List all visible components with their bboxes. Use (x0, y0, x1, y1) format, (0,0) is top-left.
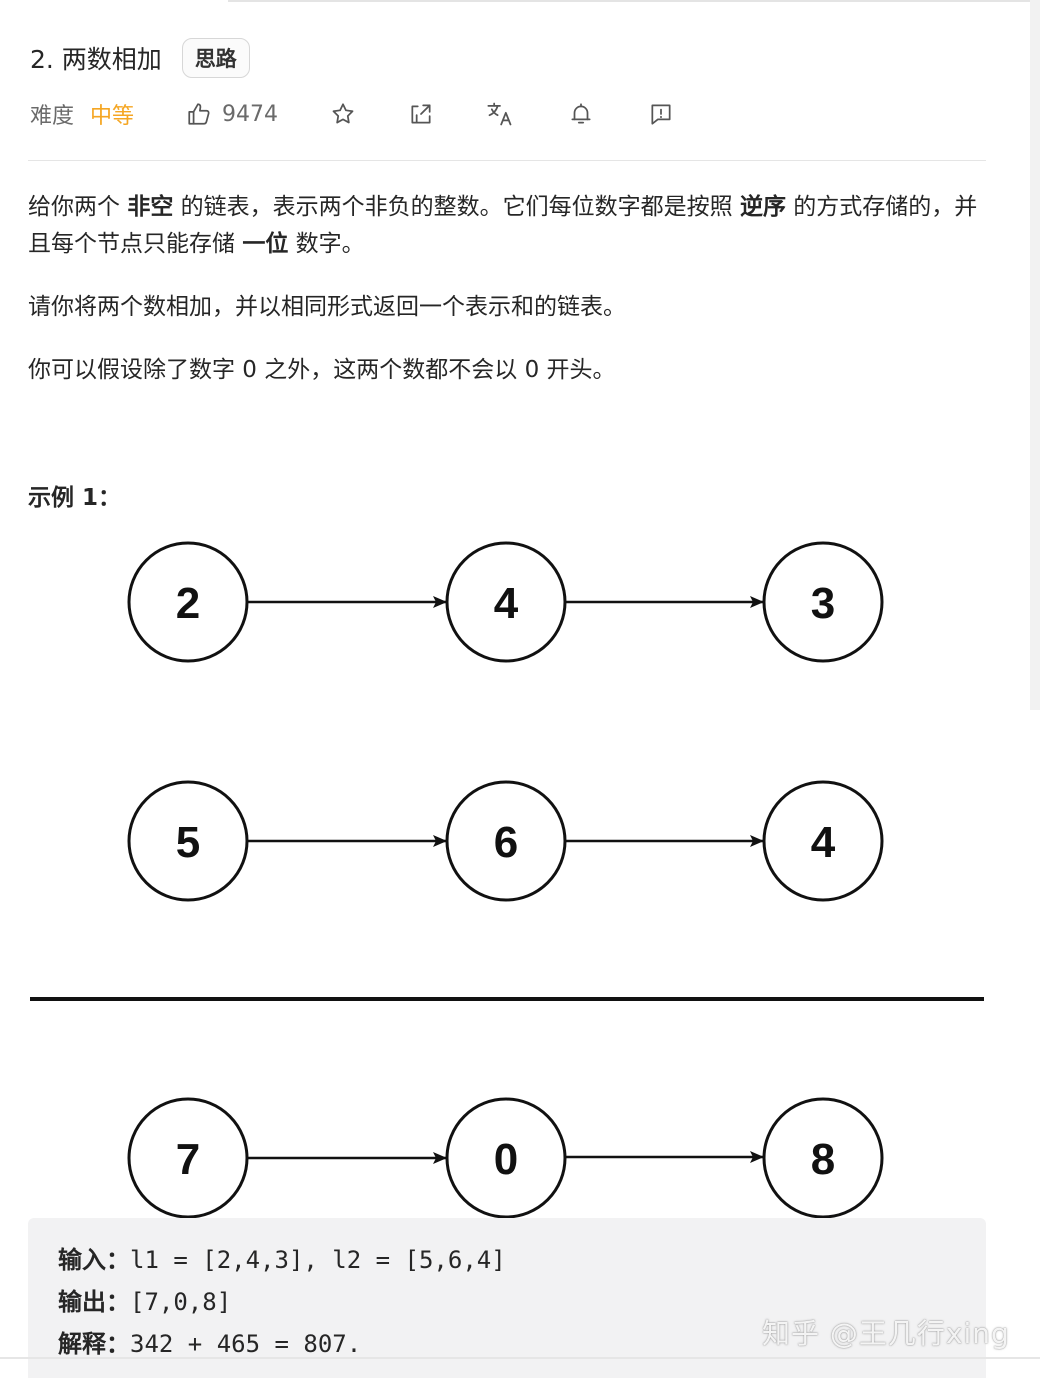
list-node: 4 (445, 541, 567, 663)
list-node: 5 (127, 780, 249, 902)
list-node: 4 (762, 780, 884, 902)
description-paragraph-1: 给你两个 非空 的链表，表示两个非负的整数。它们每位数字都是按照 逆序 的方式存… (28, 189, 988, 263)
favorite-button[interactable] (330, 101, 356, 127)
star-icon (330, 101, 356, 127)
node-value: 4 (811, 818, 836, 867)
share-button[interactable] (408, 101, 434, 127)
list-node: 6 (445, 780, 567, 902)
node-value: 5 (176, 818, 200, 867)
input-label: 输入： (58, 1246, 130, 1274)
example-io-block: 输入：l1 = [2,4,3], l2 = [5,6,4] 输出：[7,0,8]… (28, 1218, 986, 1378)
input-value: l1 = [2,4,3], l2 = [5,6,4] (130, 1246, 506, 1274)
node-value: 0 (494, 1135, 518, 1184)
header-divider (28, 160, 986, 161)
list-node: 7 (127, 1097, 249, 1219)
node-value: 6 (494, 818, 518, 867)
translate-button[interactable] (486, 100, 514, 128)
node-value: 3 (811, 579, 835, 628)
approach-tag-button[interactable]: 思路 (181, 38, 250, 78)
watermark: 知乎 @王几行xing (762, 1317, 1010, 1350)
list-2-row: 5 6 4 (127, 780, 884, 902)
example-input: 输入：l1 = [2,4,3], l2 = [5,6,4] (58, 1240, 506, 1275)
difficulty-value: 中等 (90, 104, 135, 129)
explanation-value: 342 + 465 = 807. (130, 1330, 362, 1358)
bell-icon (568, 101, 594, 127)
problem-header: 2. 两数相加 思路 (30, 38, 250, 78)
problem-title: 2. 两数相加 (30, 45, 162, 74)
bold-term: 非空 (127, 194, 174, 220)
description-paragraph-3: 你可以假设除了数字 0 之外，这两个数都不会以 0 开头。 (28, 357, 616, 383)
node-value: 4 (494, 579, 519, 628)
bold-term: 逆序 (739, 194, 786, 220)
result-list-row: 7 0 8 (127, 1097, 884, 1219)
top-border (228, 0, 1040, 2)
like-count: 9474 (222, 101, 279, 127)
feedback-button[interactable] (648, 101, 674, 127)
notification-button[interactable] (568, 101, 594, 127)
text-segment: 给你两个 (28, 194, 128, 220)
linked-list-diagram: 2 4 3 5 6 4 7 (30, 541, 984, 1219)
bold-term: 一位 (242, 231, 289, 257)
list-node: 3 (762, 541, 884, 663)
output-value: [7,0,8] (130, 1288, 232, 1316)
explanation-label: 解释： (58, 1330, 130, 1358)
list-1-row: 2 4 3 (127, 541, 884, 663)
text-segment: 的方式存储的，并且每个节点只能存储 (28, 194, 978, 257)
text-segment: 的链表，表示两个非负的整数。它们每位数字都是按照 (173, 194, 740, 220)
description-paragraph-2: 请你将两个数相加，并以相同形式返回一个表示和的链表。 (28, 294, 626, 320)
difficulty-label: 难度 (30, 104, 75, 129)
problem-meta-bar: 难度 中等 9474 (30, 96, 674, 132)
like-button[interactable]: 9474 (186, 101, 278, 127)
example-explanation: 解释：342 + 465 = 807. (58, 1324, 361, 1359)
text-segment: 数字。 (288, 231, 365, 257)
list-node: 0 (445, 1097, 567, 1219)
scrollbar[interactable] (1030, 0, 1040, 710)
list-node: 8 (762, 1097, 884, 1219)
feedback-icon (648, 101, 674, 127)
list-node: 2 (127, 541, 249, 663)
share-icon (408, 101, 434, 127)
thumbs-up-icon (186, 101, 212, 127)
bottom-border (0, 1357, 1040, 1359)
example-title: 示例 1： (28, 485, 122, 511)
output-label: 输出： (58, 1288, 130, 1316)
node-value: 7 (176, 1135, 200, 1184)
translate-icon (486, 100, 514, 128)
node-value: 8 (811, 1135, 835, 1184)
node-value: 2 (176, 579, 200, 628)
example-output: 输出：[7,0,8] (58, 1282, 231, 1317)
